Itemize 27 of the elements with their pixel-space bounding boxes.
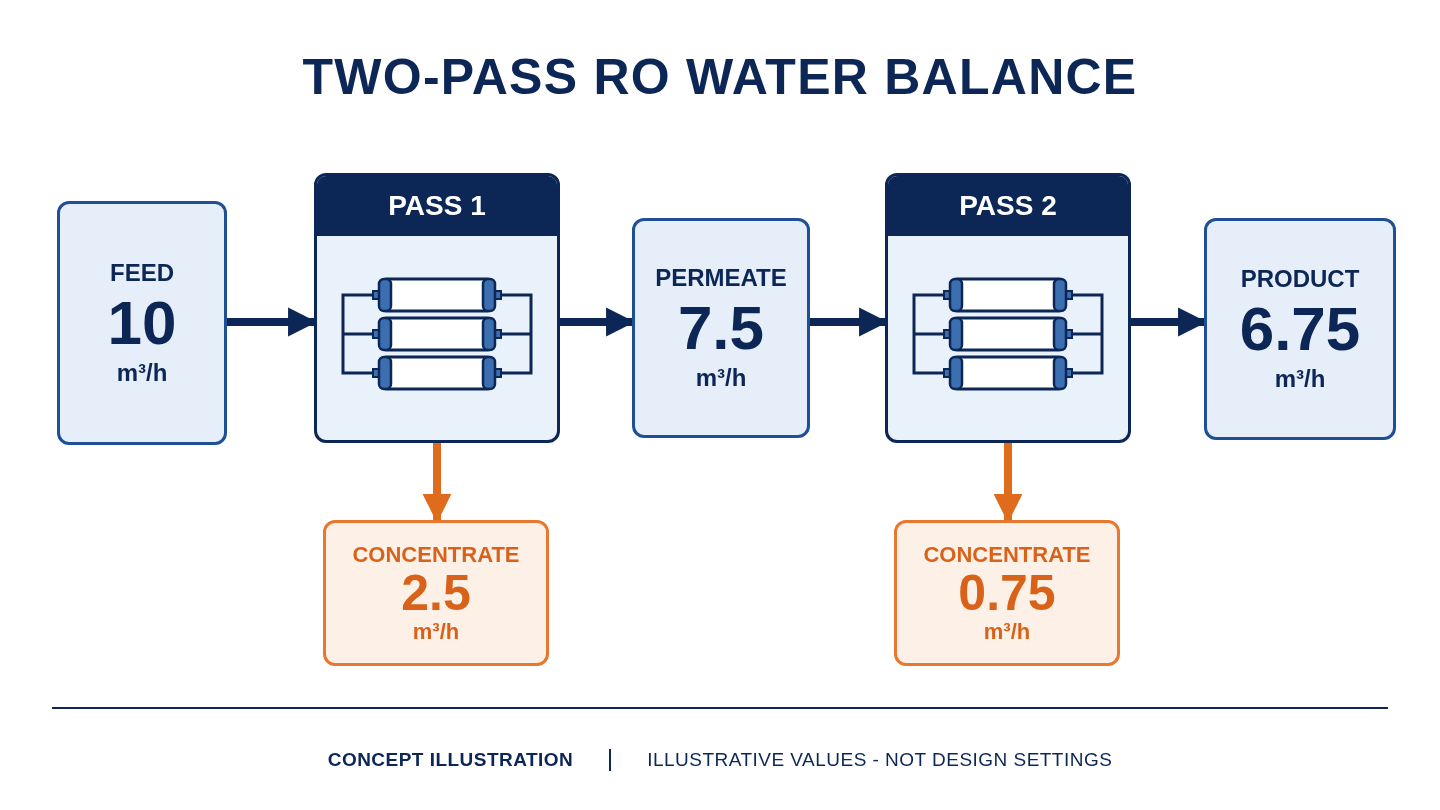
stream-box — [632, 218, 810, 438]
flow-unit: m³/h — [412, 618, 460, 646]
stream-name: PRODUCT — [1240, 264, 1360, 294]
stream-name: PERMEATE — [655, 263, 787, 293]
flow-value: 2.5 — [401, 568, 471, 618]
flow-value: 0.75 — [958, 568, 1056, 618]
concentrate-box — [894, 520, 1120, 666]
pass-title: PASS 1 — [388, 189, 486, 223]
footer-note: ILLUSTRATIVE VALUES - NOT DESIGN SETTINGS — [647, 748, 1113, 772]
diagram-title: TWO-PASS RO WATER BALANCE — [301, 48, 1139, 107]
stream-name: CONCENTRATE — [923, 540, 1091, 568]
footer-note: CONCEPT ILLUSTRATION — [327, 748, 574, 772]
flow-unit: m³/h — [983, 618, 1031, 646]
flow-value: 10 — [107, 292, 177, 354]
flow-unit: m³/h — [116, 358, 168, 388]
flow-value: 6.75 — [1239, 298, 1361, 360]
pass-box — [314, 173, 560, 443]
stream-box — [1204, 218, 1396, 440]
flow-value: 7.5 — [677, 297, 765, 359]
stream-name: CONCENTRATE — [352, 540, 520, 568]
flow-unit: m³/h — [695, 363, 747, 393]
concentrate-box — [323, 520, 549, 666]
flow-unit: m³/h — [1274, 364, 1326, 394]
pass-box — [885, 173, 1131, 443]
stream-name: FEED — [110, 258, 174, 288]
stream-box — [57, 201, 227, 445]
pass-title: PASS 2 — [959, 189, 1057, 223]
